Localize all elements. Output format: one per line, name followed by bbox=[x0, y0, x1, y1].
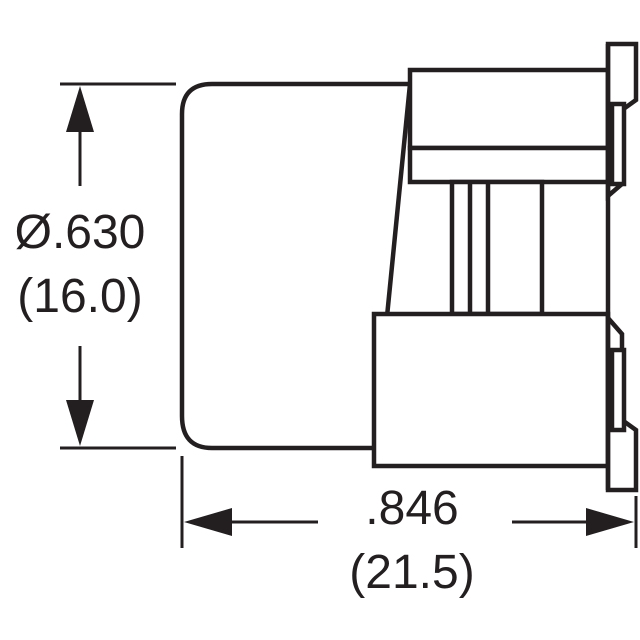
length-mm-label: (21.5) bbox=[349, 546, 474, 599]
terminal-tab-upper bbox=[609, 101, 627, 187]
capacitor-body bbox=[179, 81, 413, 451]
upper-sleeve-lower-band bbox=[407, 145, 611, 185]
upper-sleeve bbox=[407, 67, 611, 151]
diameter-inches-label: Ø.630 bbox=[15, 206, 146, 259]
terminal-tab-lower bbox=[609, 347, 627, 433]
length-arrowhead-left bbox=[184, 508, 232, 536]
lower-base bbox=[371, 311, 611, 469]
middle-recess bbox=[449, 179, 545, 317]
diameter-arrowhead-top bbox=[66, 86, 94, 132]
length-inches-label: .846 bbox=[365, 482, 458, 535]
diameter-mm-label: (16.0) bbox=[17, 270, 142, 323]
length-arrowhead-right bbox=[586, 508, 634, 536]
diameter-arrowhead-bottom bbox=[66, 400, 94, 446]
